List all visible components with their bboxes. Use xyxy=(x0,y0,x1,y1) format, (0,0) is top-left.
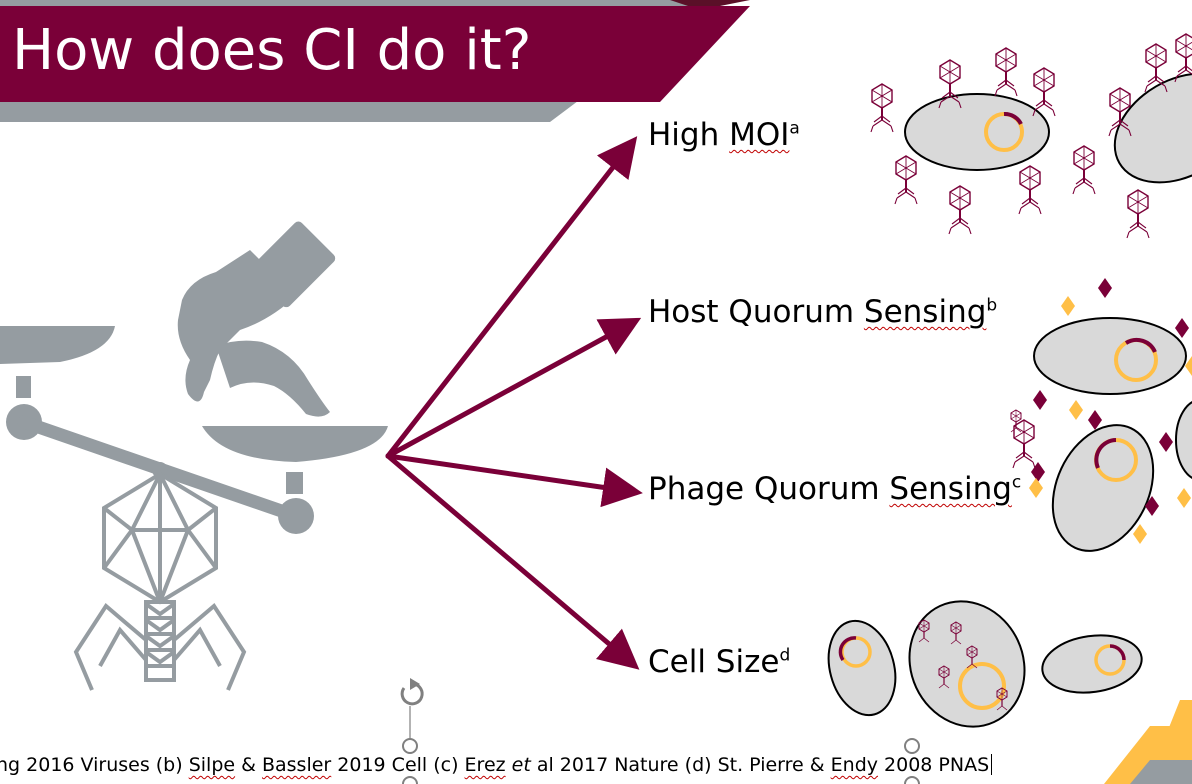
branch-superscript: b xyxy=(986,295,998,316)
citation-textbox[interactable]: ng 2016 Viruses (b) Silpe & Bassler 2019… xyxy=(0,754,993,776)
rotate-handle-icon[interactable] xyxy=(400,678,424,706)
host-quorum-illustration xyxy=(1010,278,1192,552)
branch-plain-text: Cell Size xyxy=(648,644,780,680)
branch-plain-text: Phage Quorum xyxy=(648,471,890,507)
branch-label-cell-size: Cell Sized xyxy=(648,644,790,680)
branch-arrows xyxy=(385,136,643,670)
citation-author: Erez xyxy=(464,754,506,776)
citation-text: al 2017 Nature (d) St. Pierre & xyxy=(530,754,831,776)
branch-label-high-moi: High MOIa xyxy=(648,117,800,153)
branch-superscript: c xyxy=(1011,472,1022,493)
branch-plain-text: High xyxy=(648,117,730,153)
citation-italic: et xyxy=(511,754,531,776)
scale-balance-icon xyxy=(0,326,388,534)
text-cursor xyxy=(991,754,993,775)
high-moi-illustration xyxy=(870,33,1192,239)
branch-plain-text: Host Quorum xyxy=(648,294,864,330)
resize-handle-bottom-right[interactable] xyxy=(904,776,920,784)
branch-squiggle-text: MOI xyxy=(729,117,790,153)
branch-label-phage-quorum: Phage Quorum Sensingc xyxy=(648,471,1021,507)
resize-handle-bottom[interactable] xyxy=(402,776,418,784)
branch-squiggle-text: Sensing xyxy=(863,294,987,330)
citation-author: Bassler xyxy=(261,754,332,776)
slide-title: How does CI do it? xyxy=(12,18,532,83)
resize-handle-top[interactable] xyxy=(402,738,418,754)
citation-text: ng 2016 Viruses (b) xyxy=(0,754,189,776)
branch-squiggle-text: Sensing xyxy=(889,471,1012,507)
cell-size-illustration xyxy=(827,600,1143,728)
citation-author: Silpe xyxy=(188,754,236,776)
corner-decoration xyxy=(1104,700,1192,784)
branch-label-host-quorum: Host Quorum Sensingb xyxy=(648,294,997,330)
resize-handle-top-right[interactable] xyxy=(904,738,920,754)
title-banner xyxy=(0,0,750,122)
bacteriophage-icon xyxy=(73,469,247,691)
branch-superscript: a xyxy=(789,118,800,139)
citation-text: 2008 PNAS xyxy=(878,754,990,776)
pointing-hand-icon xyxy=(177,221,336,417)
citation-author: Endy xyxy=(830,754,878,776)
citation-text: 2019 Cell (c) xyxy=(331,754,465,776)
citation-text: & xyxy=(235,754,262,776)
branch-superscript: d xyxy=(779,645,791,666)
textbox-selection[interactable] xyxy=(402,706,920,784)
